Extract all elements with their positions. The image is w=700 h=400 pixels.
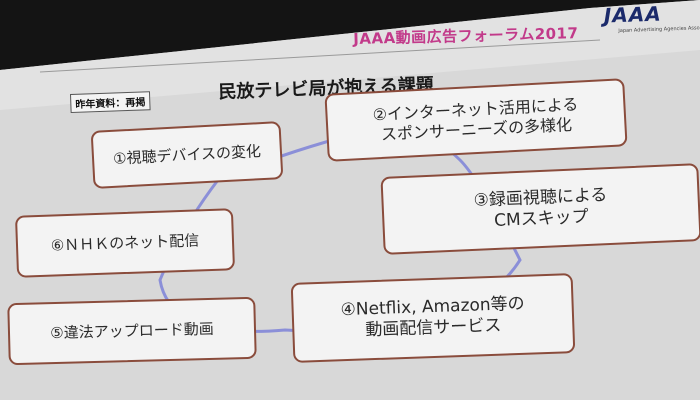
jaaa-logo: JAAA Japan Advertising Agencies Associat…: [603, 0, 700, 39]
issue-box-streaming-services: ④Netflix, Amazon等の 動画配信サービス: [290, 273, 576, 363]
header-divider: [39, 39, 601, 73]
issue-box-viewing-devices: ①視聴デバイスの変化: [90, 121, 284, 189]
issue-line: ⑥ＮＨＫのネット配信: [50, 231, 200, 255]
issue-line: ⑤違法アップロード動画: [50, 319, 214, 342]
reprint-tag: 昨年資料：再掲: [70, 91, 151, 113]
logo-wordmark: JAAA: [603, 1, 663, 28]
issue-box-nhk-online: ⑥ＮＨＫのネット配信: [14, 208, 236, 278]
issue-line: ①視聴デバイスの変化: [112, 141, 262, 168]
slide-header-band: [0, 0, 700, 110]
issue-box-cm-skip: ③録画視聴による CMスキップ: [380, 163, 700, 255]
issue-box-illegal-uploads: ⑤違法アップロード動画: [7, 296, 257, 366]
issue-line: CMスキップ: [493, 206, 590, 232]
